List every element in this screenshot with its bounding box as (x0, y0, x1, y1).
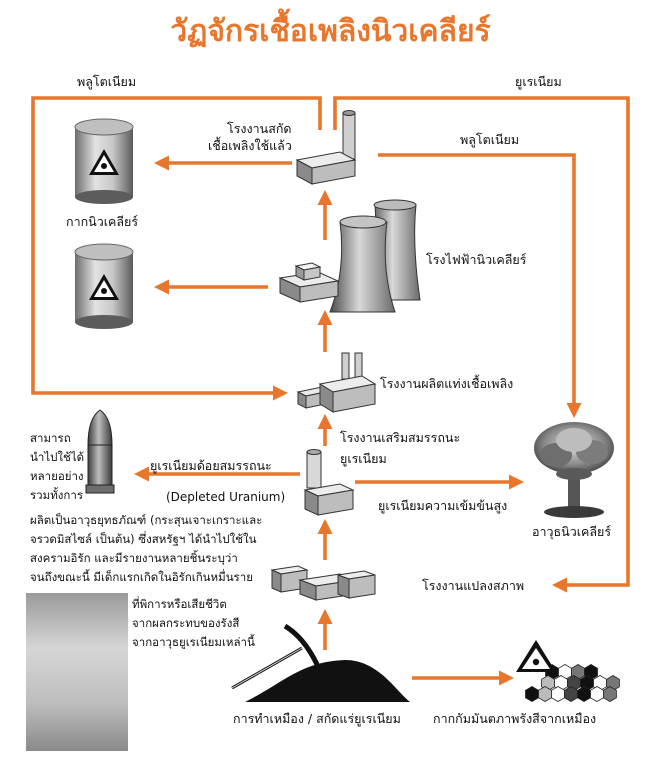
fuel-fabrication-illustration (296, 352, 377, 413)
side-text-line: ที่พิการหรือเสียชีวิต (132, 597, 227, 611)
flow-arrows (31, 96, 630, 686)
radiation-warning-sign (516, 640, 556, 672)
affected-child-photo (26, 593, 128, 751)
waste-barrel-top (74, 118, 134, 204)
diagram-title: วัฏจักรเชื้อเพลิงนิวเคลียร์ (170, 14, 491, 49)
tailings-hexagon (551, 686, 565, 702)
enrichment-label-line1: โรงงานเสริมสมรรถนะ (340, 430, 461, 445)
enriched-uranium-label: ยูเรเนียมความเข้มข้นสูง (378, 498, 508, 513)
plutonium-label-right: พลูโตเนียม (460, 132, 520, 147)
power-plant-label: โรงไฟฟ้านิวเคลียร์ (426, 252, 527, 267)
mining-label: การทำเหมือง / สกัดแร่ยูเรเนียม (233, 711, 401, 726)
uranium-label-top: ยูเรเนียม (515, 74, 562, 89)
depleted-uranium-label: ยูเรเนียมด้อยสมรรถนะ (150, 458, 272, 473)
mining-illustration (231, 623, 410, 702)
side-text-line: จากผลกระทบของรังสี (132, 616, 240, 630)
tailings-hexagon (603, 686, 617, 702)
enrichment-label-line2: ยูเรเนียม (340, 451, 387, 466)
tailings-hexagon (577, 686, 591, 702)
waste-barrel-bottom (74, 243, 134, 329)
reprocessing-plant-illustration (295, 110, 357, 185)
fuel-fabrication-label: โรงงานผลิตแท่งเชื้อเพลิง (380, 376, 514, 391)
reprocessing-label-line2: เชื้อเพลิงใช้แล้ว (208, 138, 292, 153)
side-text-line: นำไปใช้ได้ (30, 450, 85, 464)
side-text-line: สงครามอิรัก และมีรายงานหลายชิ้นระบุว่า (30, 551, 238, 565)
side-text-line: สามารถ (30, 431, 71, 445)
tailings-hexagon (525, 686, 539, 702)
depleted-uranium-english-label: (Depleted Uranium) (166, 490, 286, 504)
plutonium-label-top: พลูโตเนียม (77, 74, 137, 89)
power-plant-illustration (278, 199, 421, 313)
tailings-hexagon (564, 686, 578, 702)
arrow-uranium-loop (333, 96, 630, 593)
side-text-line: ผลิตเป็นอาวุธยุทธภัณฑ์ (กระสุนเจาะเกราะแ… (30, 513, 263, 527)
conversion-plant-label: โรงงานแปลงสภาพ (422, 578, 525, 593)
depleted-uranium-bullet-illustration (85, 409, 115, 494)
arrow-plutonium-loop (31, 96, 322, 401)
nuclear-explosion-illustration (534, 422, 614, 518)
reprocessing-label-line1: โรงงานสกัด (227, 121, 292, 136)
tailings-hexagon (538, 686, 552, 702)
mine-tailings-label: กากกัมมันตภาพรังสีจากเหมือง (433, 711, 597, 726)
conversion-plant-illustration (270, 565, 376, 601)
nuclear-weapon-label: อาวุธนิวเคลียร์ (532, 524, 612, 539)
side-text-line: หลายอย่าง (30, 469, 84, 483)
tailings-hexagon (590, 686, 604, 702)
side-text-line: จนถึงขณะนี้ มีเด็กแรกเกิดในอิรักเกินหมื่… (30, 570, 253, 584)
enrichment-plant-illustration (303, 449, 355, 516)
arrow-plutonium-to-weapon (378, 153, 582, 419)
side-text-line: จรวดมิสไซล์ เป็นต้น) ซึ่งสหรัฐฯ ได้นำไปใ… (30, 532, 257, 546)
side-text-line: รวมทั้งการ (30, 488, 84, 502)
nuclear-waste-label: กากนิวเคลียร์ (66, 214, 139, 229)
side-text-line: จากอาวุธยูเรเนียมเหล่านี้ (132, 635, 255, 649)
